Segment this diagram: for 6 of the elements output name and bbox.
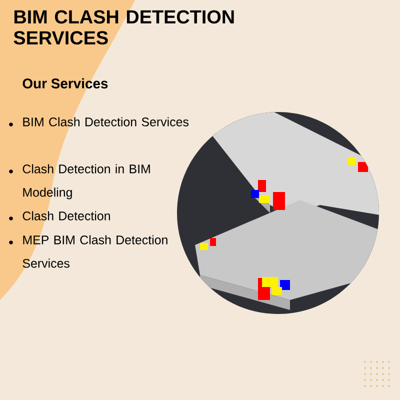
list-item: Clash Detection — [9, 211, 110, 220]
list-item: MEP BIM Clash Detection Services — [9, 235, 168, 268]
list-item: BIM Clash Detection Services — [9, 117, 189, 126]
title: BIM CLASH DETECTION SERVICES — [14, 10, 234, 45]
heading: Our Services — [22, 78, 108, 88]
list-item: Clash Detection in BIM Modeling — [9, 164, 150, 200]
